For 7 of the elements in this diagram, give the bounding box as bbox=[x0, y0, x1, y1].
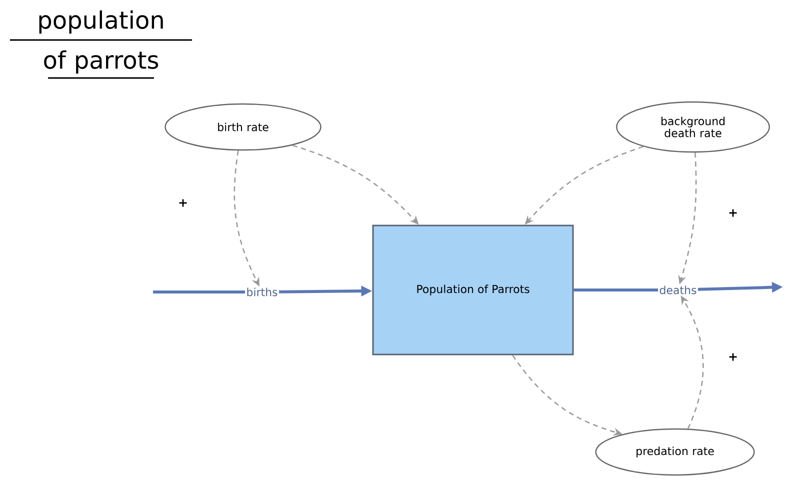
polarity-sign: + bbox=[729, 209, 737, 217]
title: population of parrots bbox=[10, 10, 192, 79]
polarity-sign: + bbox=[729, 353, 737, 361]
stock-box: Population of Parrots bbox=[372, 224, 574, 356]
polarity-sign: + bbox=[179, 199, 187, 207]
flow-label: deaths bbox=[658, 284, 698, 296]
flow-label: births bbox=[245, 286, 279, 298]
